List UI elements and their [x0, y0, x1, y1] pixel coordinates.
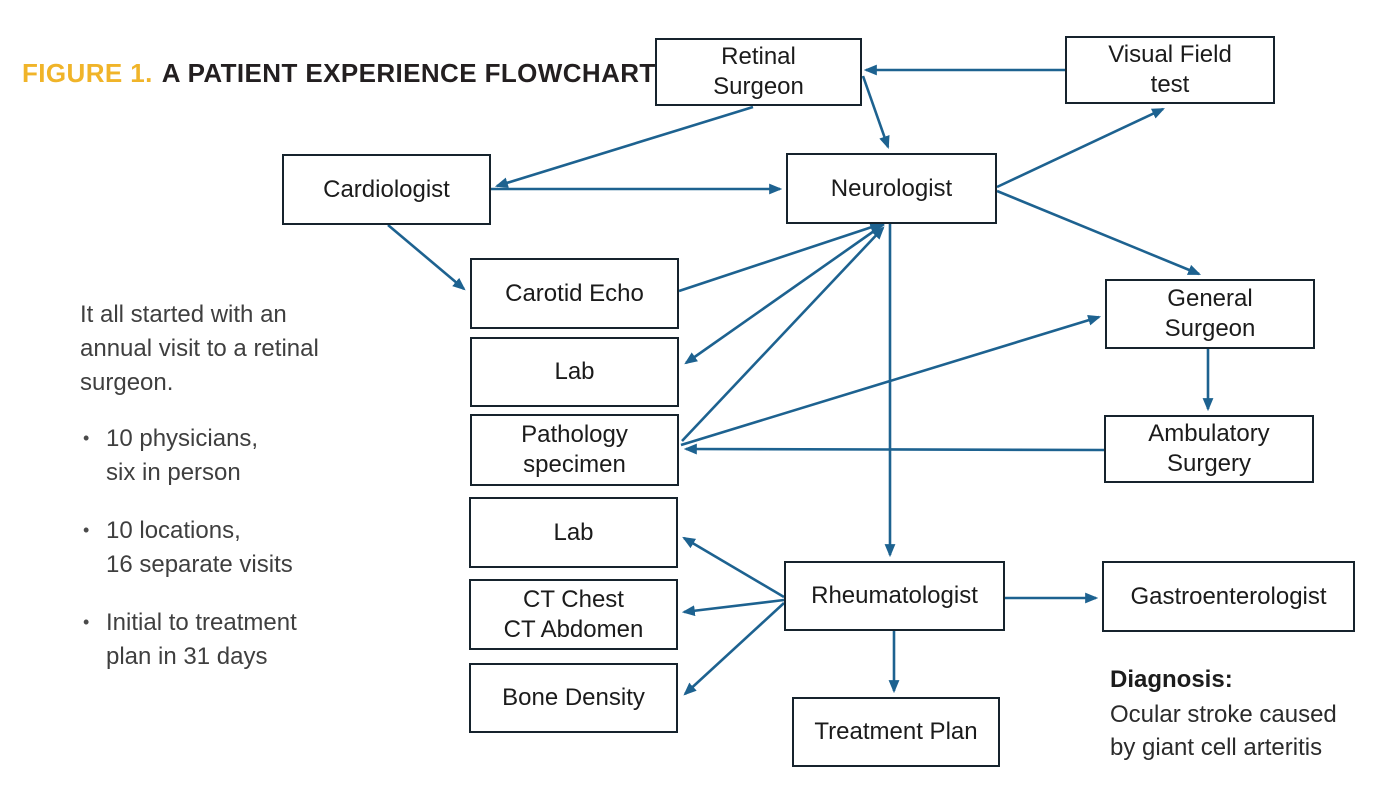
node-label: Lab [554, 358, 595, 385]
node-lab-2: Lab [469, 497, 678, 568]
bullet-dot-icon: • [83, 520, 90, 540]
bullet-text: 10 locations, 16 separate visits [106, 517, 293, 578]
edge-neurologist-to-general-surgeon [996, 189, 1202, 276]
edge-carotid-echo-to-neurologist [678, 222, 884, 293]
bullet-item: • 10 physicians, six in person [80, 422, 410, 490]
diagnosis-label: Diagnosis: [1110, 666, 1233, 693]
edge-retinal-surgeon-to-neurologist [861, 75, 890, 150]
bullet-text: Initial to treatment plan in 31 days [106, 609, 297, 670]
diagnosis-text: Ocular stroke caused by giant cell arter… [1110, 701, 1337, 761]
bullet-item: • 10 locations, 16 separate visits [80, 514, 410, 582]
node-ct-chest-abdomen: CT Chest CT Abdomen [469, 579, 678, 650]
node-label: Visual Field test [1108, 41, 1232, 98]
node-rheumatologist: Rheumatologist [784, 561, 1005, 631]
node-ambulatory-surgery: Ambulatory Surgery [1104, 415, 1314, 483]
node-label: Cardiologist [323, 175, 450, 203]
edge-ambulatory-surgery-to-pathology-specimen [683, 443, 1105, 455]
node-label: Pathology specimen [521, 421, 628, 478]
node-pathology-specimen: Pathology specimen [470, 414, 679, 486]
side-notes: It all started with an annual visit to a… [80, 298, 410, 698]
node-general-surgeon: General Surgeon [1105, 279, 1315, 349]
bullet-text: 10 physicians, six in person [106, 425, 259, 486]
edge-pathology-specimen-to-general-surgeon [680, 314, 1102, 447]
node-label: Neurologist [830, 174, 953, 202]
node-neurologist: Neurologist [786, 153, 997, 224]
node-retinal-surgeon: Retinal Surgeon [655, 38, 862, 106]
node-visual-field-test: Visual Field test [1065, 36, 1275, 104]
figure-number: FIGURE 1. [22, 58, 153, 88]
node-treatment-plan: Treatment Plan [792, 697, 1000, 767]
node-label: Retinal Surgeon [713, 43, 804, 100]
figure-title: FIGURE 1. A PATIENT EXPERIENCE FLOWCHART [22, 58, 656, 89]
node-label: Lab [553, 518, 594, 546]
figure-heading: A PATIENT EXPERIENCE FLOWCHART [161, 58, 656, 88]
edge-rheumatologist-to-bone-density [683, 602, 785, 696]
edge-pathology-specimen-to-neurologist [681, 226, 885, 442]
edge-rheumatologist-to-ct-chest-abdomen [681, 598, 785, 617]
node-label: CT Chest CT Abdomen [503, 585, 644, 643]
node-lab-1: Lab [470, 337, 679, 407]
edge-neurologist-to-visual-field-test [996, 107, 1165, 189]
edge-retinal-surgeon-to-cardiologist [494, 105, 754, 188]
edge-cardiologist-to-carotid-echo [387, 224, 466, 291]
node-carotid-echo: Carotid Echo [470, 258, 679, 329]
node-label: Gastroenterologist [1130, 582, 1327, 610]
node-gastroenterologist: Gastroenterologist [1102, 561, 1355, 632]
bullet-item: • Initial to treatment plan in 31 days [80, 606, 410, 674]
edge-neurologist-to-lab-1 [684, 222, 885, 365]
bullet-list: • 10 physicians, six in person • 10 locatio… [80, 422, 410, 674]
bullet-dot-icon: • [83, 612, 90, 632]
node-label: General Surgeon [1164, 285, 1256, 342]
bullet-dot-icon: • [83, 428, 90, 448]
node-label: Rheumatologist [811, 582, 978, 609]
node-cardiologist: Cardiologist [282, 154, 491, 225]
node-label: Ambulatory Surgery [1148, 420, 1270, 477]
node-label: Bone Density [502, 684, 645, 711]
node-label: Carotid Echo [505, 279, 644, 307]
node-label: Treatment Plan [814, 718, 978, 745]
node-bone-density: Bone Density [469, 663, 678, 733]
diagnosis-block: Diagnosis: Ocular stroke caused by giant… [1110, 663, 1337, 764]
intro-text: It all started with an annual visit to a… [80, 301, 319, 396]
edge-rheumatologist-to-lab-2 [682, 536, 785, 599]
